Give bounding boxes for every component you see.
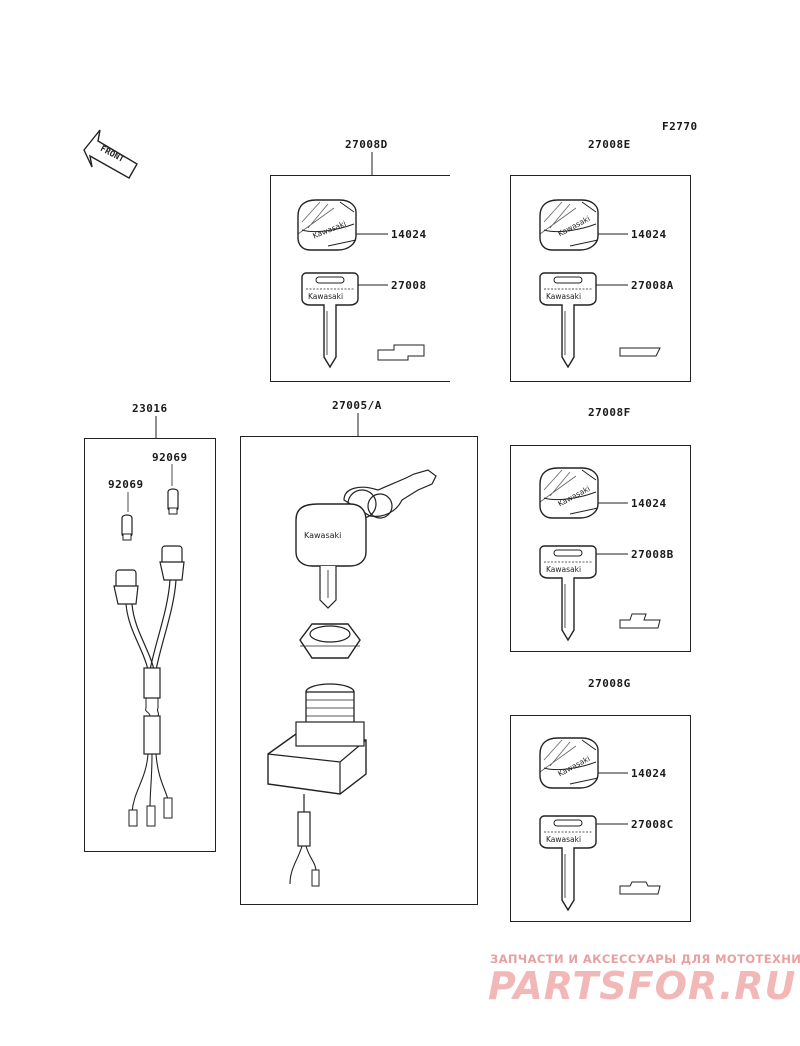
group-label-27008g: 27008G (588, 677, 631, 690)
front-arrow-icon: FRONT (83, 129, 138, 179)
part-label-14024-g: 14024 (631, 767, 667, 780)
part-label-27008-d: 27008 (391, 279, 427, 292)
part-label-14024-f: 14024 (631, 497, 667, 510)
box-27008e (510, 175, 691, 382)
figure-code: F2770 (662, 120, 698, 133)
group-label-23016: 23016 (132, 402, 168, 415)
watermark-site: PARTSFOR.RU (488, 964, 797, 1008)
brand-text-switch-key: Kawasaki (304, 531, 341, 540)
part-label-27008b: 27008B (631, 548, 674, 561)
part-label-92069-b: 92069 (108, 478, 144, 491)
part-label-14024-d: 14024 (391, 228, 427, 241)
part-label-14024-e: 14024 (631, 228, 667, 241)
part-label-27008c: 27008C (631, 818, 674, 831)
box-23016 (84, 438, 216, 852)
box-27005a (240, 436, 478, 905)
box-27008d (270, 175, 450, 382)
group-label-27005a: 27005/A (332, 399, 382, 412)
brand-text-d-key: Kawasaki (308, 292, 343, 301)
part-label-92069-a: 92069 (152, 451, 188, 464)
watermark-tagline: ЗАПЧАСТИ И АКСЕССУАРЫ ДЛЯ МОТОТЕХНИКИ (490, 952, 800, 966)
brand-text-f-key: Kawasaki (546, 565, 581, 574)
box-27008f (510, 445, 691, 652)
part-label-27008a: 27008A (631, 279, 674, 292)
group-label-27008d: 27008D (345, 138, 388, 151)
brand-text-g-key: Kawasaki (546, 835, 581, 844)
box-27008g (510, 715, 691, 922)
group-label-27008e: 27008E (588, 138, 631, 151)
brand-text-e-key: Kawasaki (546, 292, 581, 301)
group-label-27008f: 27008F (588, 406, 631, 419)
